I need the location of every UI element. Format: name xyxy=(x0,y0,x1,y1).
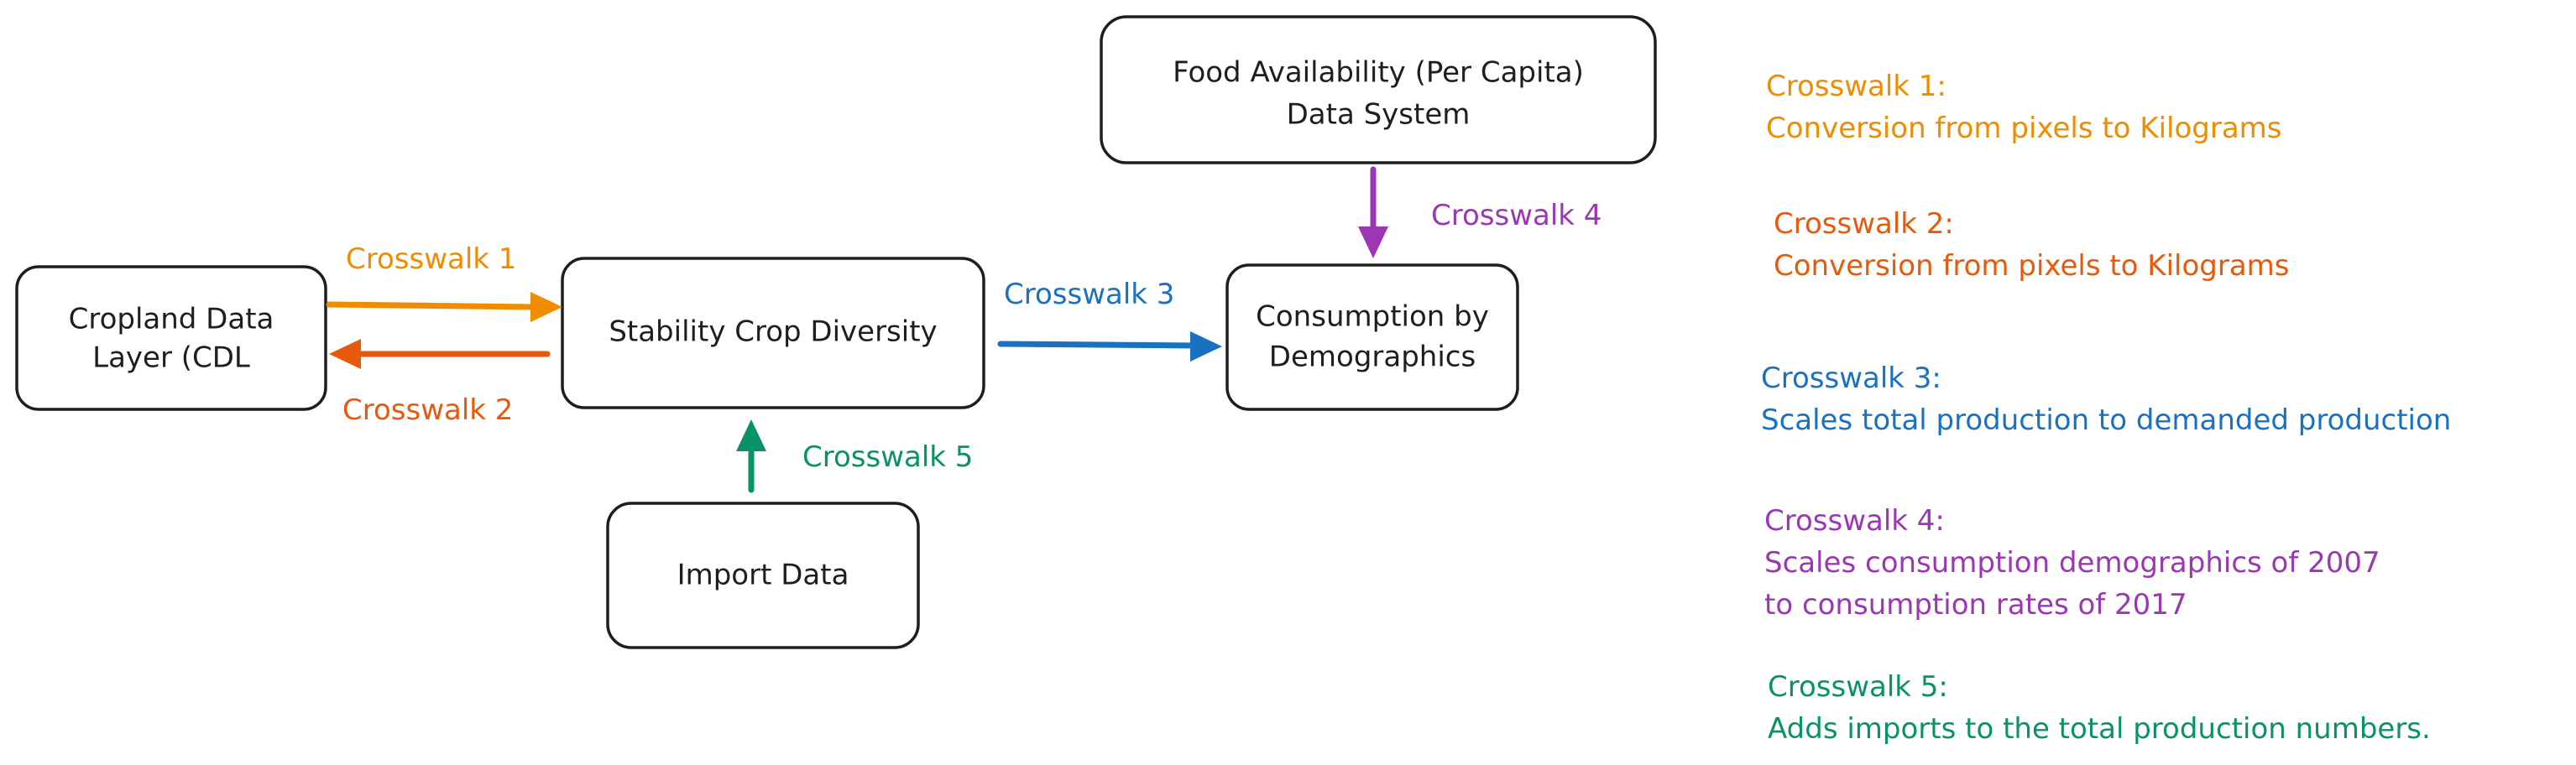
node-consumption-line1: Consumption by xyxy=(1256,300,1489,334)
edge-crosswalk-2: Crosswalk 2 xyxy=(329,339,551,427)
legend-item-crosswalk-2: Crosswalk 2: Conversion from pixels to K… xyxy=(1774,207,2290,283)
node-stability-label: Stability Crop Diversity xyxy=(609,315,937,349)
node-import-data: Import Data xyxy=(606,502,920,649)
edge-crosswalk-4: Crosswalk 4 xyxy=(1358,166,1602,258)
node-consumption-line2: Demographics xyxy=(1269,341,1476,374)
edge-label-crosswalk-5: Crosswalk 5 xyxy=(802,440,973,474)
legend-desc-crosswalk-1: Conversion from pixels to Kilograms xyxy=(1766,112,2282,145)
legend-desc-crosswalk-3: Scales total production to demanded prod… xyxy=(1761,403,2451,437)
legend-title-crosswalk-4: Crosswalk 4: xyxy=(1764,504,1945,538)
node-stability-crop-diversity: Stability Crop Diversity xyxy=(561,257,985,409)
legend-title-crosswalk-1: Crosswalk 1: xyxy=(1766,70,1946,103)
arrow-right-icon xyxy=(530,292,562,322)
node-cropland-data-layer: Cropland Data Layer (CDL xyxy=(15,265,327,411)
node-import-label: Import Data xyxy=(677,559,849,592)
legend-title-crosswalk-2: Crosswalk 2: xyxy=(1774,207,1954,241)
node-food-line1: Food Availability (Per Capita) xyxy=(1173,56,1584,90)
legend-desc-crosswalk-5: Adds imports to the total production num… xyxy=(1768,712,2431,746)
legend-item-crosswalk-5: Crosswalk 5: Adds imports to the total p… xyxy=(1768,670,2431,746)
node-consumption-by-demographics: Consumption by Demographics xyxy=(1225,263,1519,411)
legend-item-crosswalk-3: Crosswalk 3: Scales total production to … xyxy=(1761,362,2451,437)
edge-label-crosswalk-2: Crosswalk 2 xyxy=(342,393,513,427)
node-cdl-line1: Cropland Data xyxy=(69,303,274,336)
arrow-down-icon xyxy=(1358,226,1388,258)
edge-label-crosswalk-4: Crosswalk 4 xyxy=(1431,199,1602,232)
arrow-up-icon xyxy=(736,419,766,451)
legend-title-crosswalk-3: Crosswalk 3: xyxy=(1761,362,1941,395)
legend: Crosswalk 1: Conversion from pixels to K… xyxy=(1761,70,2451,746)
arrow-right-icon xyxy=(1190,331,1222,362)
legend-desc-crosswalk-4-line1: Scales consumption demographics of 2007 xyxy=(1764,546,2380,580)
edge-crosswalk-1: Crosswalk 1 xyxy=(326,242,562,322)
node-food-line2: Data System xyxy=(1287,98,1471,132)
legend-item-crosswalk-4: Crosswalk 4: Scales consumption demograp… xyxy=(1764,504,2380,622)
arrow-left-icon xyxy=(329,339,361,369)
legend-desc-crosswalk-4-line2: to consumption rates of 2017 xyxy=(1764,588,2187,622)
edge-crosswalk-3: Crosswalk 3 xyxy=(997,278,1222,362)
edge-label-crosswalk-1: Crosswalk 1 xyxy=(346,242,516,276)
edge-crosswalk-5: Crosswalk 5 xyxy=(736,419,973,493)
legend-desc-crosswalk-2: Conversion from pixels to Kilograms xyxy=(1774,249,2290,283)
node-food-availability: Food Availability (Per Capita) Data Syst… xyxy=(1100,15,1657,164)
node-cdl-line2: Layer (CDL xyxy=(92,341,250,375)
legend-title-crosswalk-5: Crosswalk 5: xyxy=(1768,670,1948,704)
legend-item-crosswalk-1: Crosswalk 1: Conversion from pixels to K… xyxy=(1766,70,2282,145)
edge-label-crosswalk-3: Crosswalk 3 xyxy=(1004,278,1174,311)
